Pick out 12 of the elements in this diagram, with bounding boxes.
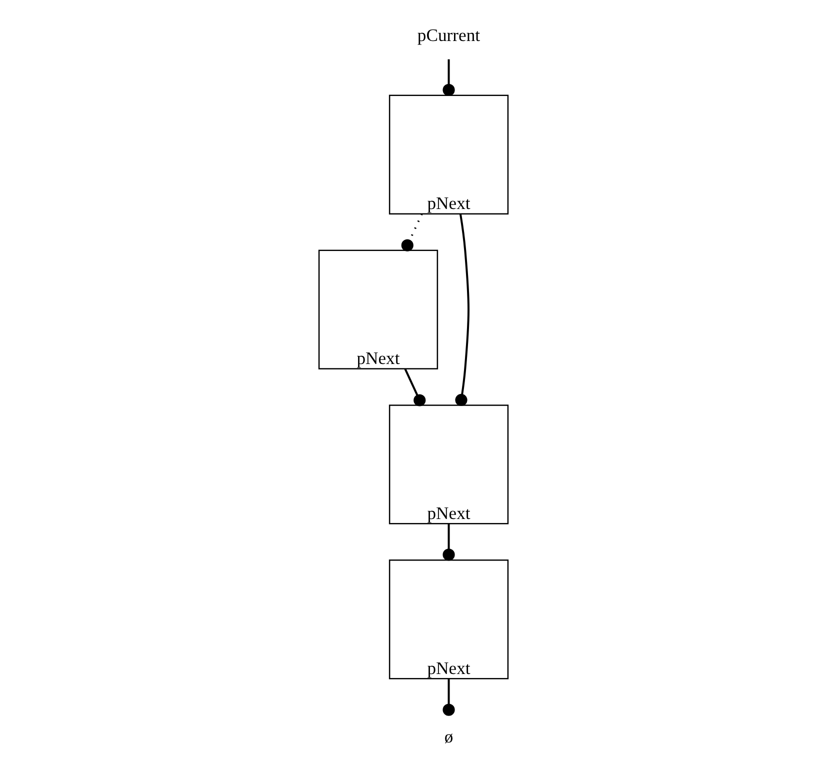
connector [442, 678, 455, 716]
connector [442, 59, 455, 96]
node-box: pNext [318, 250, 438, 370]
node-text: ø [444, 726, 454, 746]
node-box: pNext [388, 560, 509, 680]
connector [404, 368, 426, 406]
node-box: pNext [388, 94, 509, 214]
node-text: pCurrent [417, 24, 480, 45]
connector [401, 214, 423, 252]
node-box: pNext [388, 404, 509, 524]
connector [455, 214, 470, 406]
connector [442, 524, 455, 561]
